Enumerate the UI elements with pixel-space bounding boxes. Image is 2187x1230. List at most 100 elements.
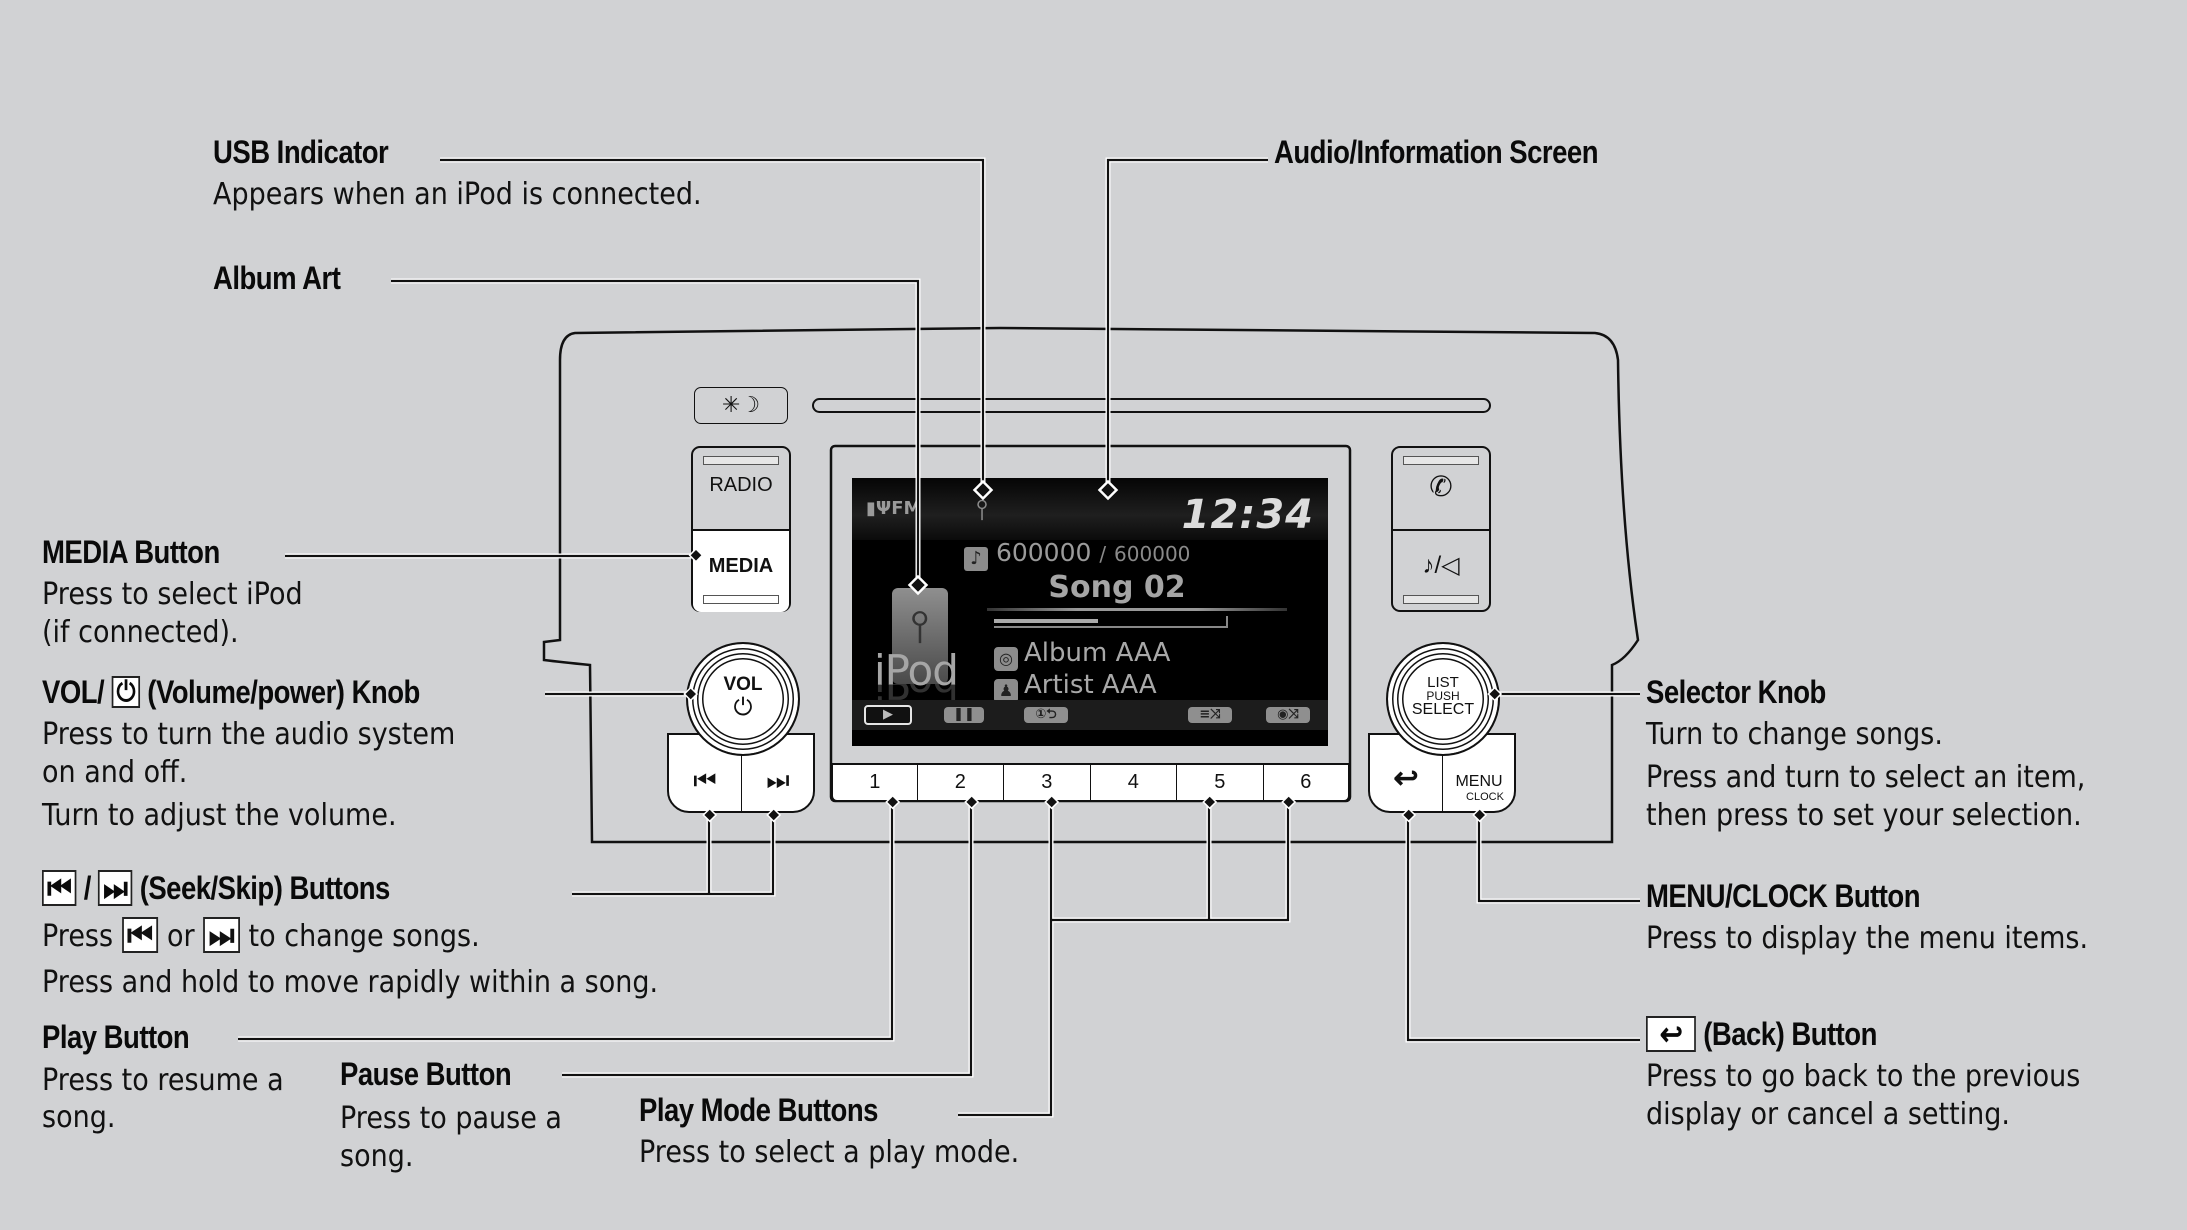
album-name: Album AAA	[1024, 638, 1171, 668]
selector-line-1: LIST	[1427, 674, 1459, 691]
power-icon: ⏻	[733, 694, 753, 721]
media-label: MEDIA	[708, 555, 774, 577]
menu-clock-button[interactable]: MENU CLOCK	[1443, 735, 1515, 811]
seek-next-icon: ⏭	[766, 765, 790, 795]
media-button[interactable]: MEDIA	[693, 529, 789, 612]
vol-label: VOL	[723, 674, 763, 695]
album-art-title: Album Art	[213, 260, 341, 296]
song-progress-bar	[994, 616, 1228, 628]
play-button-title: Play Button	[42, 1019, 190, 1055]
phone-music-rocker: ✆ ♪/◁	[1391, 446, 1491, 612]
seek-prev-button[interactable]: ⏮	[669, 735, 742, 811]
track-total: 600000	[1114, 542, 1191, 566]
seek-next-desc-icon: ⏭	[203, 916, 240, 953]
seek-skip-leader	[572, 815, 775, 896]
play-button-desc-2: song.	[42, 1100, 116, 1135]
repeat-one-button[interactable]: ①⮌	[1024, 707, 1068, 723]
track-counter: ♪ 600000 / 600000	[964, 538, 1190, 571]
menu-clock-leader	[1477, 815, 1640, 903]
artist-name: Artist AAA	[1024, 670, 1157, 700]
selector-line-2: PUSH	[1426, 689, 1460, 703]
back-button-title: ↩ (Back) Button	[1646, 1015, 1877, 1055]
menu-clock-desc: Press to display the menu items.	[1646, 921, 2089, 956]
play-button[interactable]: ▶	[864, 705, 912, 725]
radio-label: RADIO	[709, 474, 773, 496]
menu-clock-title: MENU/CLOCK Button	[1646, 878, 1921, 914]
preset-label: 4	[1127, 771, 1139, 793]
selector-knob-title: Selector Knob	[1646, 674, 1826, 710]
audio-information-screen: ▮ΨFM ⫯ 12:34 ♪ 600000 / 600000 Song 02 ◎…	[852, 478, 1328, 746]
play-mode-leader	[958, 802, 1053, 1117]
album-art: ⫯	[892, 588, 948, 684]
back-menu-pad: ↩ MENU CLOCK	[1368, 733, 1516, 813]
phone-button[interactable]: ✆	[1393, 448, 1489, 529]
preset-button-6[interactable]: 6	[1263, 763, 1350, 802]
shuffle-icon: ≡⤨	[1199, 707, 1221, 722]
shuffle-album-button[interactable]: ◉⤨	[1266, 707, 1310, 723]
preset-button-3[interactable]: 3	[1004, 763, 1091, 802]
status-indicators: ▮ΨFM	[866, 498, 922, 519]
seek-next-button[interactable]: ⏭	[742, 735, 814, 811]
pause-icon: ❚❚	[953, 707, 975, 722]
selector-knob[interactable]: LIST PUSH SELECT	[1386, 642, 1500, 756]
band-label: FM	[891, 498, 922, 519]
play-mode-title: Play Mode Buttons	[639, 1092, 878, 1128]
vol-knob-title: VOL/ ⏻ (Volume/power) Knob	[42, 674, 420, 711]
phone-indicator-slot	[1403, 456, 1479, 465]
shuffle-button[interactable]: ≡⤨	[1188, 707, 1232, 723]
source-label: iPod	[874, 646, 959, 695]
radio-media-rocker: RADIO MEDIA	[691, 446, 791, 612]
seek-skip-desc-1: Press ⏮ or ⏭ to change songs.	[42, 916, 480, 956]
title-divider	[987, 608, 1287, 611]
seek-prev-title-icon: ⏮	[42, 869, 77, 906]
media-button-desc-2: (if connected).	[42, 615, 239, 650]
seek-prev-icon: ⏮	[693, 765, 717, 795]
back-button[interactable]: ↩	[1370, 735, 1443, 811]
radio-button[interactable]: RADIO	[693, 448, 789, 529]
preset-button-5[interactable]: 5	[1177, 763, 1264, 802]
artist-row: ♟Artist AAA	[994, 670, 1157, 703]
power-title-icon: ⏻	[111, 675, 141, 708]
back-title-icon: ↩	[1646, 1015, 1697, 1052]
seek-next-title-icon: ⏭	[97, 869, 133, 906]
media-button-desc-1: Press to select iPod	[42, 577, 303, 612]
clock-label: CLOCK	[1466, 791, 1504, 803]
pause-button-desc-2: song.	[340, 1139, 414, 1174]
vol-knob-desc-1: Press to turn the audio system	[42, 717, 456, 752]
preset-label: 6	[1300, 771, 1312, 793]
preset-button-2[interactable]: 2	[917, 763, 1004, 802]
selector-knob-desc-2: Press and turn to select an item,	[1646, 760, 2086, 795]
music-note-icon: ♪	[964, 547, 988, 571]
shuffle-album-icon: ◉⤨	[1277, 707, 1299, 722]
song-title: Song 02	[1048, 570, 1186, 605]
pause-button-desc-1: Press to pause a	[340, 1101, 562, 1136]
audio-screen-leader	[1106, 158, 1268, 490]
pause-button-leader	[562, 802, 973, 1077]
back-button-leader	[1406, 815, 1640, 1042]
music-speaker-button[interactable]: ♪/◁	[1393, 529, 1489, 612]
day-night-icon: ✳☽	[721, 392, 761, 417]
play-mode-branch	[1051, 802, 1290, 922]
artist-icon: ♟	[994, 679, 1018, 703]
usb-indicator-desc: Appears when an iPod is connected.	[213, 177, 702, 212]
track-separator: /	[1099, 542, 1107, 566]
preset-label: 5	[1214, 771, 1226, 793]
pause-button[interactable]: ❚❚	[944, 707, 984, 723]
seek-title-suffix: (Seek/Skip) Buttons	[139, 870, 391, 906]
preset-button-4[interactable]: 4	[1090, 763, 1177, 802]
media-button-title: MEDIA Button	[42, 534, 220, 570]
day-night-button[interactable]: ✳☽	[694, 387, 788, 424]
preset-button-1[interactable]: 1	[831, 763, 918, 802]
music-indicator-slot	[1403, 595, 1479, 604]
control-bar	[852, 700, 1328, 730]
album-art-leader	[391, 279, 920, 585]
track-number: 600000	[995, 538, 1092, 567]
seek-desc-press: Press	[42, 919, 114, 954]
vol-knob[interactable]: VOL ⏻	[686, 642, 800, 756]
usb-indicator-title: USB Indicator	[213, 134, 389, 170]
back-button-desc-2: display or cancel a setting.	[1646, 1097, 2011, 1132]
back-icon: ↩	[1393, 762, 1419, 795]
preset-label: 1	[869, 771, 881, 793]
selector-knob-desc-3: then press to set your selection.	[1646, 798, 2082, 833]
seek-skip-desc-2: Press and hold to move rapidly within a …	[42, 965, 659, 1000]
